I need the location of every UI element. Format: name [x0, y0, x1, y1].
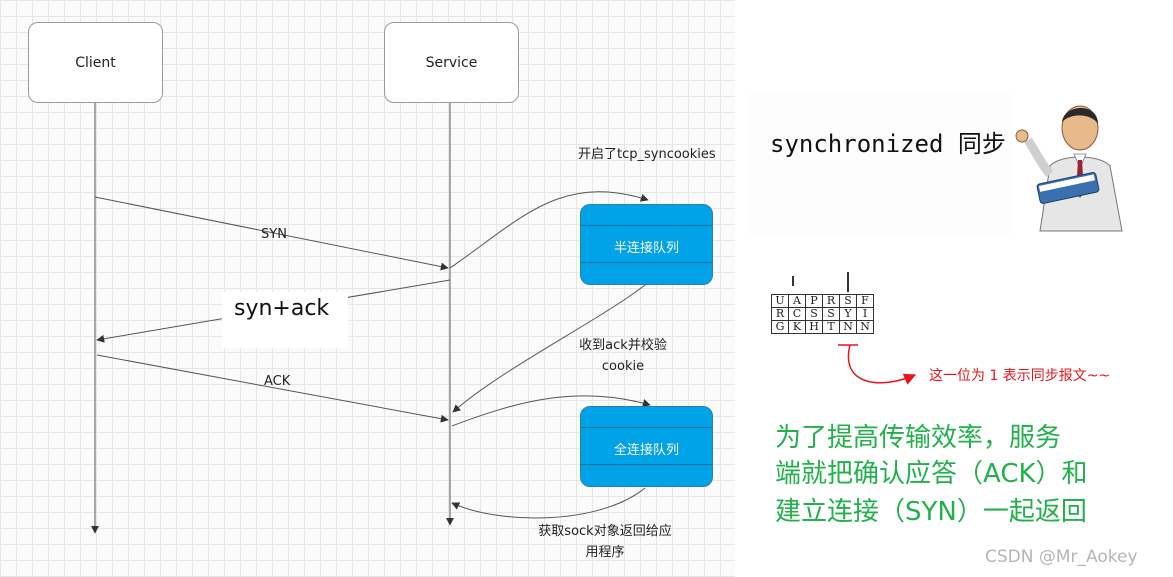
deliver-line2: 用程序	[585, 545, 625, 560]
deliver-arrow	[451, 487, 646, 519]
ack-check-line2: cookie	[601, 359, 645, 374]
flag-cell: R	[771, 307, 789, 321]
syn-arrow	[94, 196, 449, 271]
flag-row: R C S S Y I	[771, 307, 874, 321]
service-label: Service	[425, 54, 478, 71]
half-queue-label: 半连接队列	[613, 241, 679, 256]
client-label: Client	[75, 54, 116, 71]
service-actor-box: Service	[384, 22, 519, 103]
half-connection-queue: 半连接队列	[580, 204, 713, 285]
teacher-illustration	[1015, 105, 1123, 232]
full-queue-divider-top	[581, 427, 712, 428]
flag-cell: I	[856, 307, 874, 321]
flag-row: U A P R S F	[771, 294, 874, 308]
flag-cell: C	[788, 307, 806, 321]
client-actor-box: Client	[28, 22, 163, 103]
synchronized-panel	[748, 94, 1013, 234]
ack-arrow	[96, 354, 449, 423]
half-queue-divider-top	[581, 225, 712, 226]
deliver-line1: 获取sock对象返回给应	[538, 524, 672, 539]
flag-cell: S	[839, 294, 857, 308]
flag-cell: A	[788, 294, 806, 308]
synack-label: syn+ack	[234, 296, 330, 321]
ack-check-arrow	[452, 284, 646, 413]
flag-cell: N	[856, 320, 874, 334]
flag-cell: U	[771, 294, 789, 308]
deliver-note: 获取sock对象返回给应 用程序	[530, 521, 680, 563]
synack-label-panel: syn+ack	[222, 292, 348, 348]
ack-label: ACK	[264, 374, 291, 389]
flag-cell: S	[822, 307, 840, 321]
watermark: CSDN @Mr_Aokey	[985, 547, 1138, 567]
flag-cell: H	[805, 320, 823, 334]
syn-bit-note: 这一位为 1 表示同步报文~~	[929, 368, 1111, 384]
flag-cell: G	[771, 320, 789, 334]
syncookies-note: 开启了tcp_syncookies	[578, 147, 716, 162]
flag-cell: T	[822, 320, 840, 334]
flag-cell: N	[839, 320, 857, 334]
flag-row: G K H T N N	[771, 320, 874, 334]
flag-cell: F	[856, 294, 874, 308]
half-queue-divider-bottom	[581, 262, 712, 263]
full-queue-divider-bottom	[581, 464, 712, 465]
flag-cell: S	[805, 307, 823, 321]
red-pointer-arrow	[847, 344, 917, 385]
full-connection-queue: 全连接队列	[580, 406, 713, 487]
flag-tick-mark-left	[792, 276, 794, 286]
explanation-line-3: 建立连接（SYN）一起返回	[775, 497, 1087, 527]
explanation-line-2: 端就把确认应答（ACK）和	[775, 459, 1088, 489]
flag-cell: R	[822, 294, 840, 308]
to-full-queue-arrow	[451, 395, 651, 427]
flag-cell: P	[805, 294, 823, 308]
tcp-flag-table: U A P R S F R C S S Y I G K H T N N	[771, 294, 874, 334]
ack-check-note: 收到ack并校验 cookie	[568, 335, 678, 377]
flag-tick-mark-syn	[847, 272, 849, 292]
to-half-queue-arrow	[449, 191, 649, 269]
synchronized-text: synchronized 同步	[770, 130, 1006, 158]
explanation-line-1: 为了提高传输效率，服务	[775, 423, 1062, 453]
full-queue-label: 全连接队列	[613, 443, 679, 458]
flag-cell: K	[788, 320, 806, 334]
ack-check-line1: 收到ack并校验	[579, 338, 667, 353]
flag-cell: Y	[839, 307, 857, 321]
syn-label: SYN	[261, 227, 287, 242]
